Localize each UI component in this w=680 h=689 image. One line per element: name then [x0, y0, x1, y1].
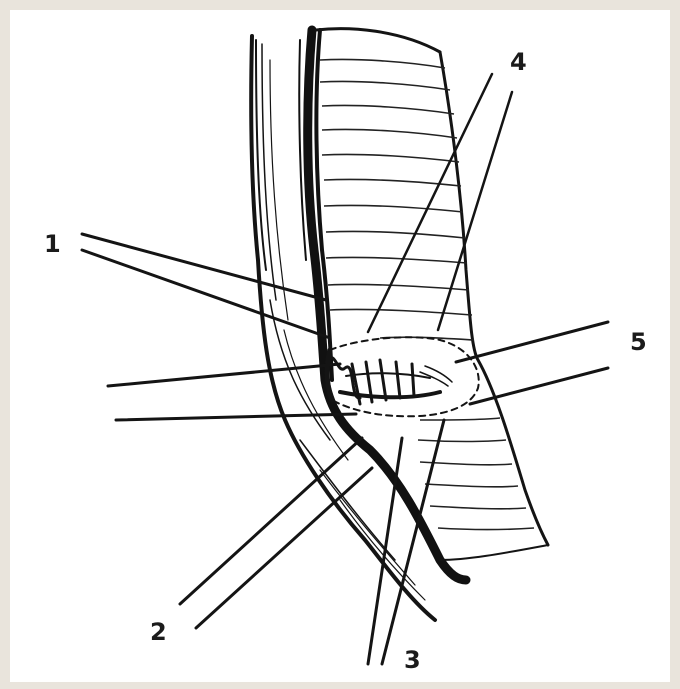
tube-right-wall	[316, 29, 548, 560]
label-2: 2	[150, 618, 167, 646]
label-3: 3	[404, 646, 421, 674]
label-1: 1	[44, 230, 61, 258]
tube-left-wall	[251, 36, 435, 620]
tube-rings	[320, 59, 534, 529]
suture-zone	[327, 337, 479, 416]
label-4: 4	[510, 48, 527, 76]
label-5: 5	[630, 328, 647, 356]
